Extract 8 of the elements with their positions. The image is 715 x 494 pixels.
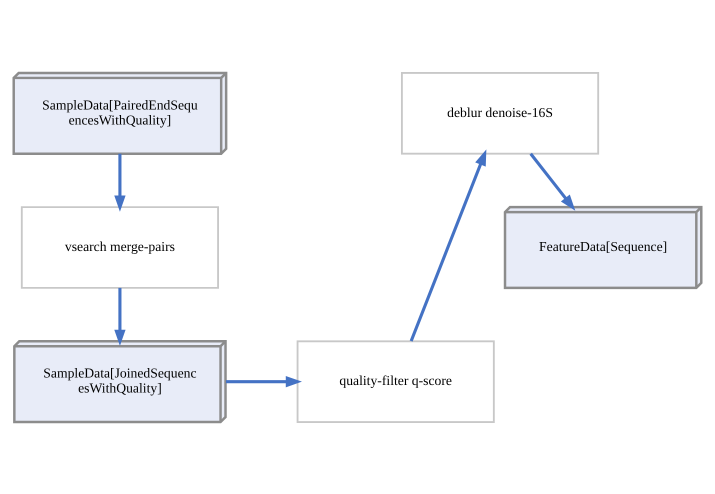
arrow <box>114 287 126 346</box>
node-box: quality-filter q-score <box>296 340 495 422</box>
arrow <box>410 148 486 342</box>
arrow <box>529 152 576 210</box>
arrow <box>226 376 302 387</box>
arrow <box>114 153 126 212</box>
node-box: vsearch merge-pairs <box>20 206 219 288</box>
node-box: deblur denoise-16S <box>400 72 600 154</box>
